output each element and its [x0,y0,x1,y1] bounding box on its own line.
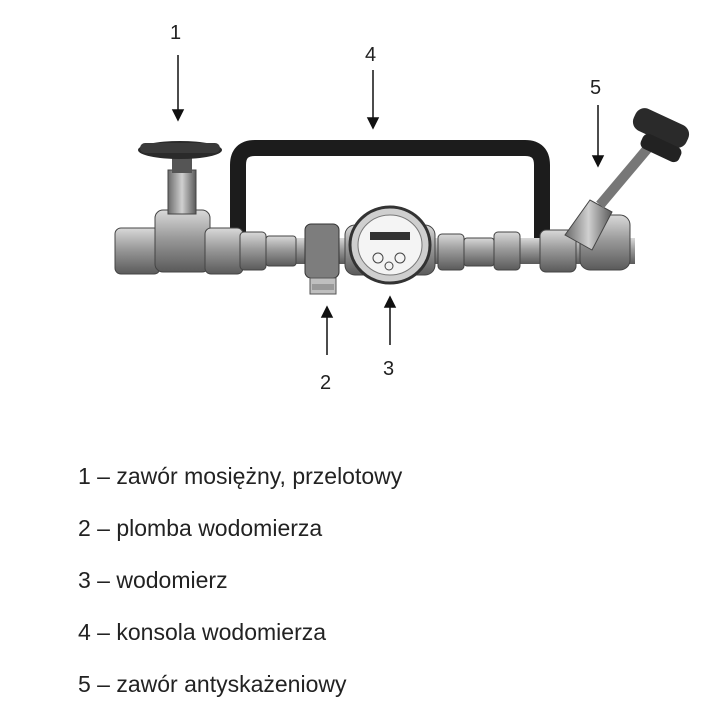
legend-item: 5 – zawór antyskażeniowy [78,671,347,697]
anti-contamination-valve [539,108,690,273]
legend: 1 – zawór mosiężny, przelotowy 2 – plomb… [78,450,402,710]
callout-2: 2 [320,372,332,394]
callout-4: 4 [365,44,377,66]
callout-1: 1 [170,22,182,44]
callout-3: 3 [383,358,395,380]
legend-item: 2 – plomba wodomierza [78,515,323,541]
water-meter [344,205,436,285]
water-meter-assembly-diagram: 1 4 5 2 3 [114,22,690,394]
brass-valve [114,141,244,275]
callout-arrows [171,55,605,355]
meter-console-bracket [230,140,550,250]
meter-seal [304,223,340,295]
legend-item: 3 – wodomierz [78,567,228,593]
assembly-illustration [114,55,690,355]
legend-item: 4 – konsola wodomierza [78,619,327,645]
legend-item: 1 – zawór mosiężny, przelotowy [78,463,403,489]
callout-5: 5 [590,77,602,99]
